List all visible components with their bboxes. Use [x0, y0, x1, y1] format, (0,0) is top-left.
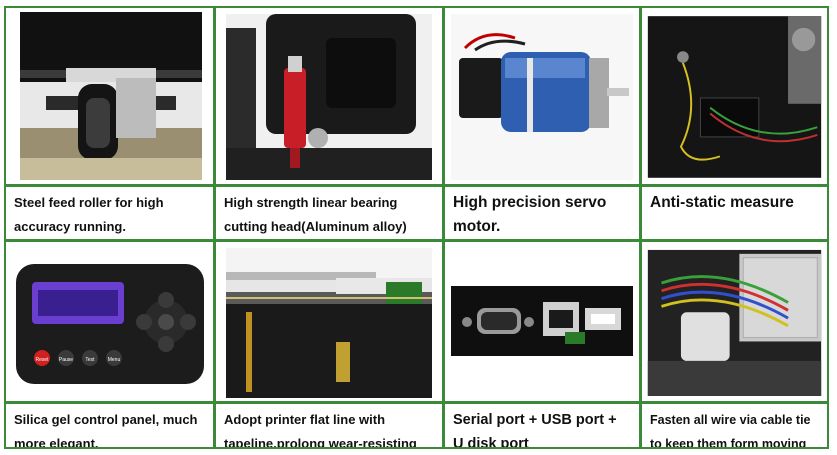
product-feature-grid: Steel feed roller for high accuracy runn… — [4, 6, 829, 449]
anti-static-wire-photo — [642, 8, 827, 184]
servo-motor-photo — [445, 8, 639, 184]
caption-cable-tie: Fasten all wire via cable tie to keep th… — [642, 404, 827, 447]
feed-roller-photo — [6, 8, 213, 184]
menu-button-icon — [106, 350, 122, 366]
reset-label: Reset — [35, 357, 49, 363]
cable-tie-photo — [642, 242, 827, 401]
caption-feed-roller: Steel feed roller for high accuracy runn… — [6, 187, 213, 239]
caption-servo-motor: High precision servo motor. — [445, 187, 639, 239]
ports-photo — [445, 242, 639, 401]
test-button-icon — [82, 350, 98, 366]
caption-cutting-head: High strength linear bearing cutting hea… — [216, 187, 442, 239]
cutting-head-photo — [216, 8, 442, 184]
control-panel-photo: Reset Pause Test Menu — [6, 242, 213, 401]
pause-label: Pause — [59, 357, 73, 363]
caption-ports: Serial port + USB port + U disk port — [445, 404, 639, 447]
menu-label: Menu — [108, 357, 121, 363]
flat-cable-photo — [216, 242, 442, 401]
reset-button-icon — [34, 350, 50, 366]
caption-flat-cable: Adopt printer flat line with tapeline,pr… — [216, 404, 442, 447]
caption-control-panel: Silica gel control panel, much more eleg… — [6, 404, 213, 447]
caption-anti-static: Anti-static measure — [642, 187, 827, 239]
test-label: Test — [85, 357, 95, 363]
pause-button-icon — [58, 350, 74, 366]
